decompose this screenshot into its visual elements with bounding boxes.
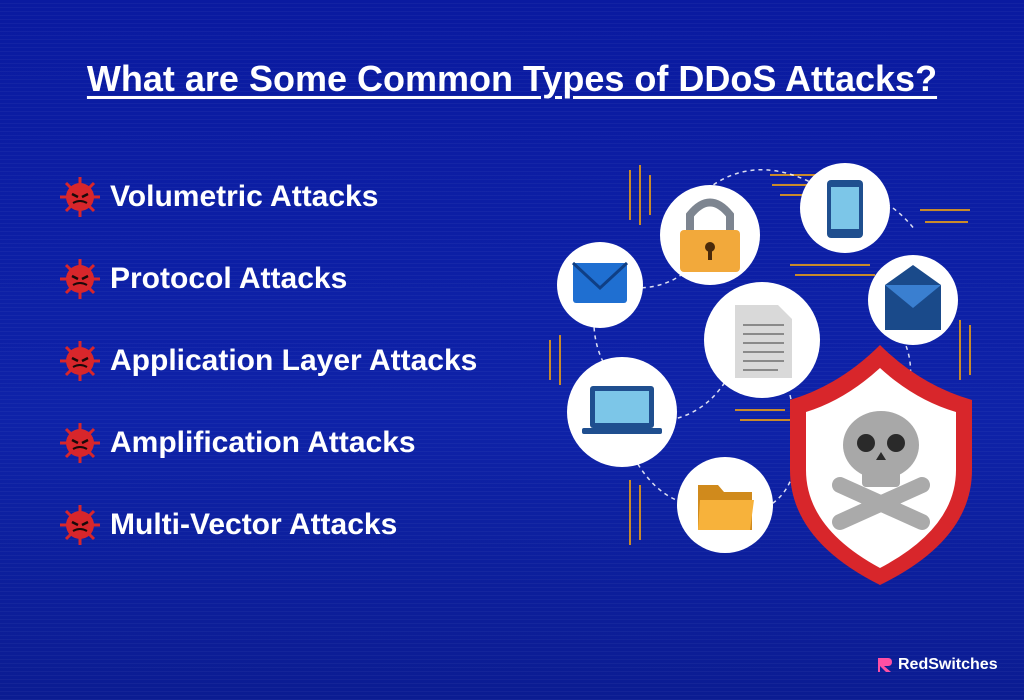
brand-name: RedSwitches — [898, 656, 998, 673]
attack-label: Protocol Attacks — [110, 262, 348, 295]
ddos-illustration — [549, 163, 972, 585]
attack-label: Volumetric Attacks — [110, 180, 379, 213]
attack-item-application-layer: Application Layer Attacks — [58, 339, 477, 383]
virus-icon — [60, 341, 100, 381]
redswitches-logo-icon — [878, 658, 892, 672]
attack-item-multi-vector: Multi-Vector Attacks — [58, 503, 397, 547]
attack-item-volumetric: Volumetric Attacks — [58, 175, 378, 219]
virus-icon — [60, 259, 100, 299]
attack-label: Amplification Attacks — [110, 426, 416, 459]
tablet-icon — [800, 163, 890, 253]
open-envelope-icon — [868, 255, 958, 345]
virus-icon — [60, 177, 100, 217]
attack-item-amplification: Amplification Attacks — [58, 421, 416, 465]
padlock-icon — [660, 185, 760, 285]
page-title: What are Some Common Types of DDoS Attac… — [86, 58, 938, 99]
attack-label: Application Layer Attacks — [110, 344, 478, 377]
brand-logo: RedSwitches — [876, 656, 998, 674]
attack-item-protocol: Protocol Attacks — [58, 257, 347, 301]
virus-icon — [60, 423, 100, 463]
document-icon — [704, 282, 820, 398]
skull-shield-icon — [790, 345, 972, 585]
folder-icon — [677, 457, 773, 553]
virus-icon — [60, 505, 100, 545]
attack-label: Multi-Vector Attacks — [110, 508, 398, 541]
laptop-icon — [567, 357, 677, 467]
envelope-icon — [557, 242, 643, 328]
